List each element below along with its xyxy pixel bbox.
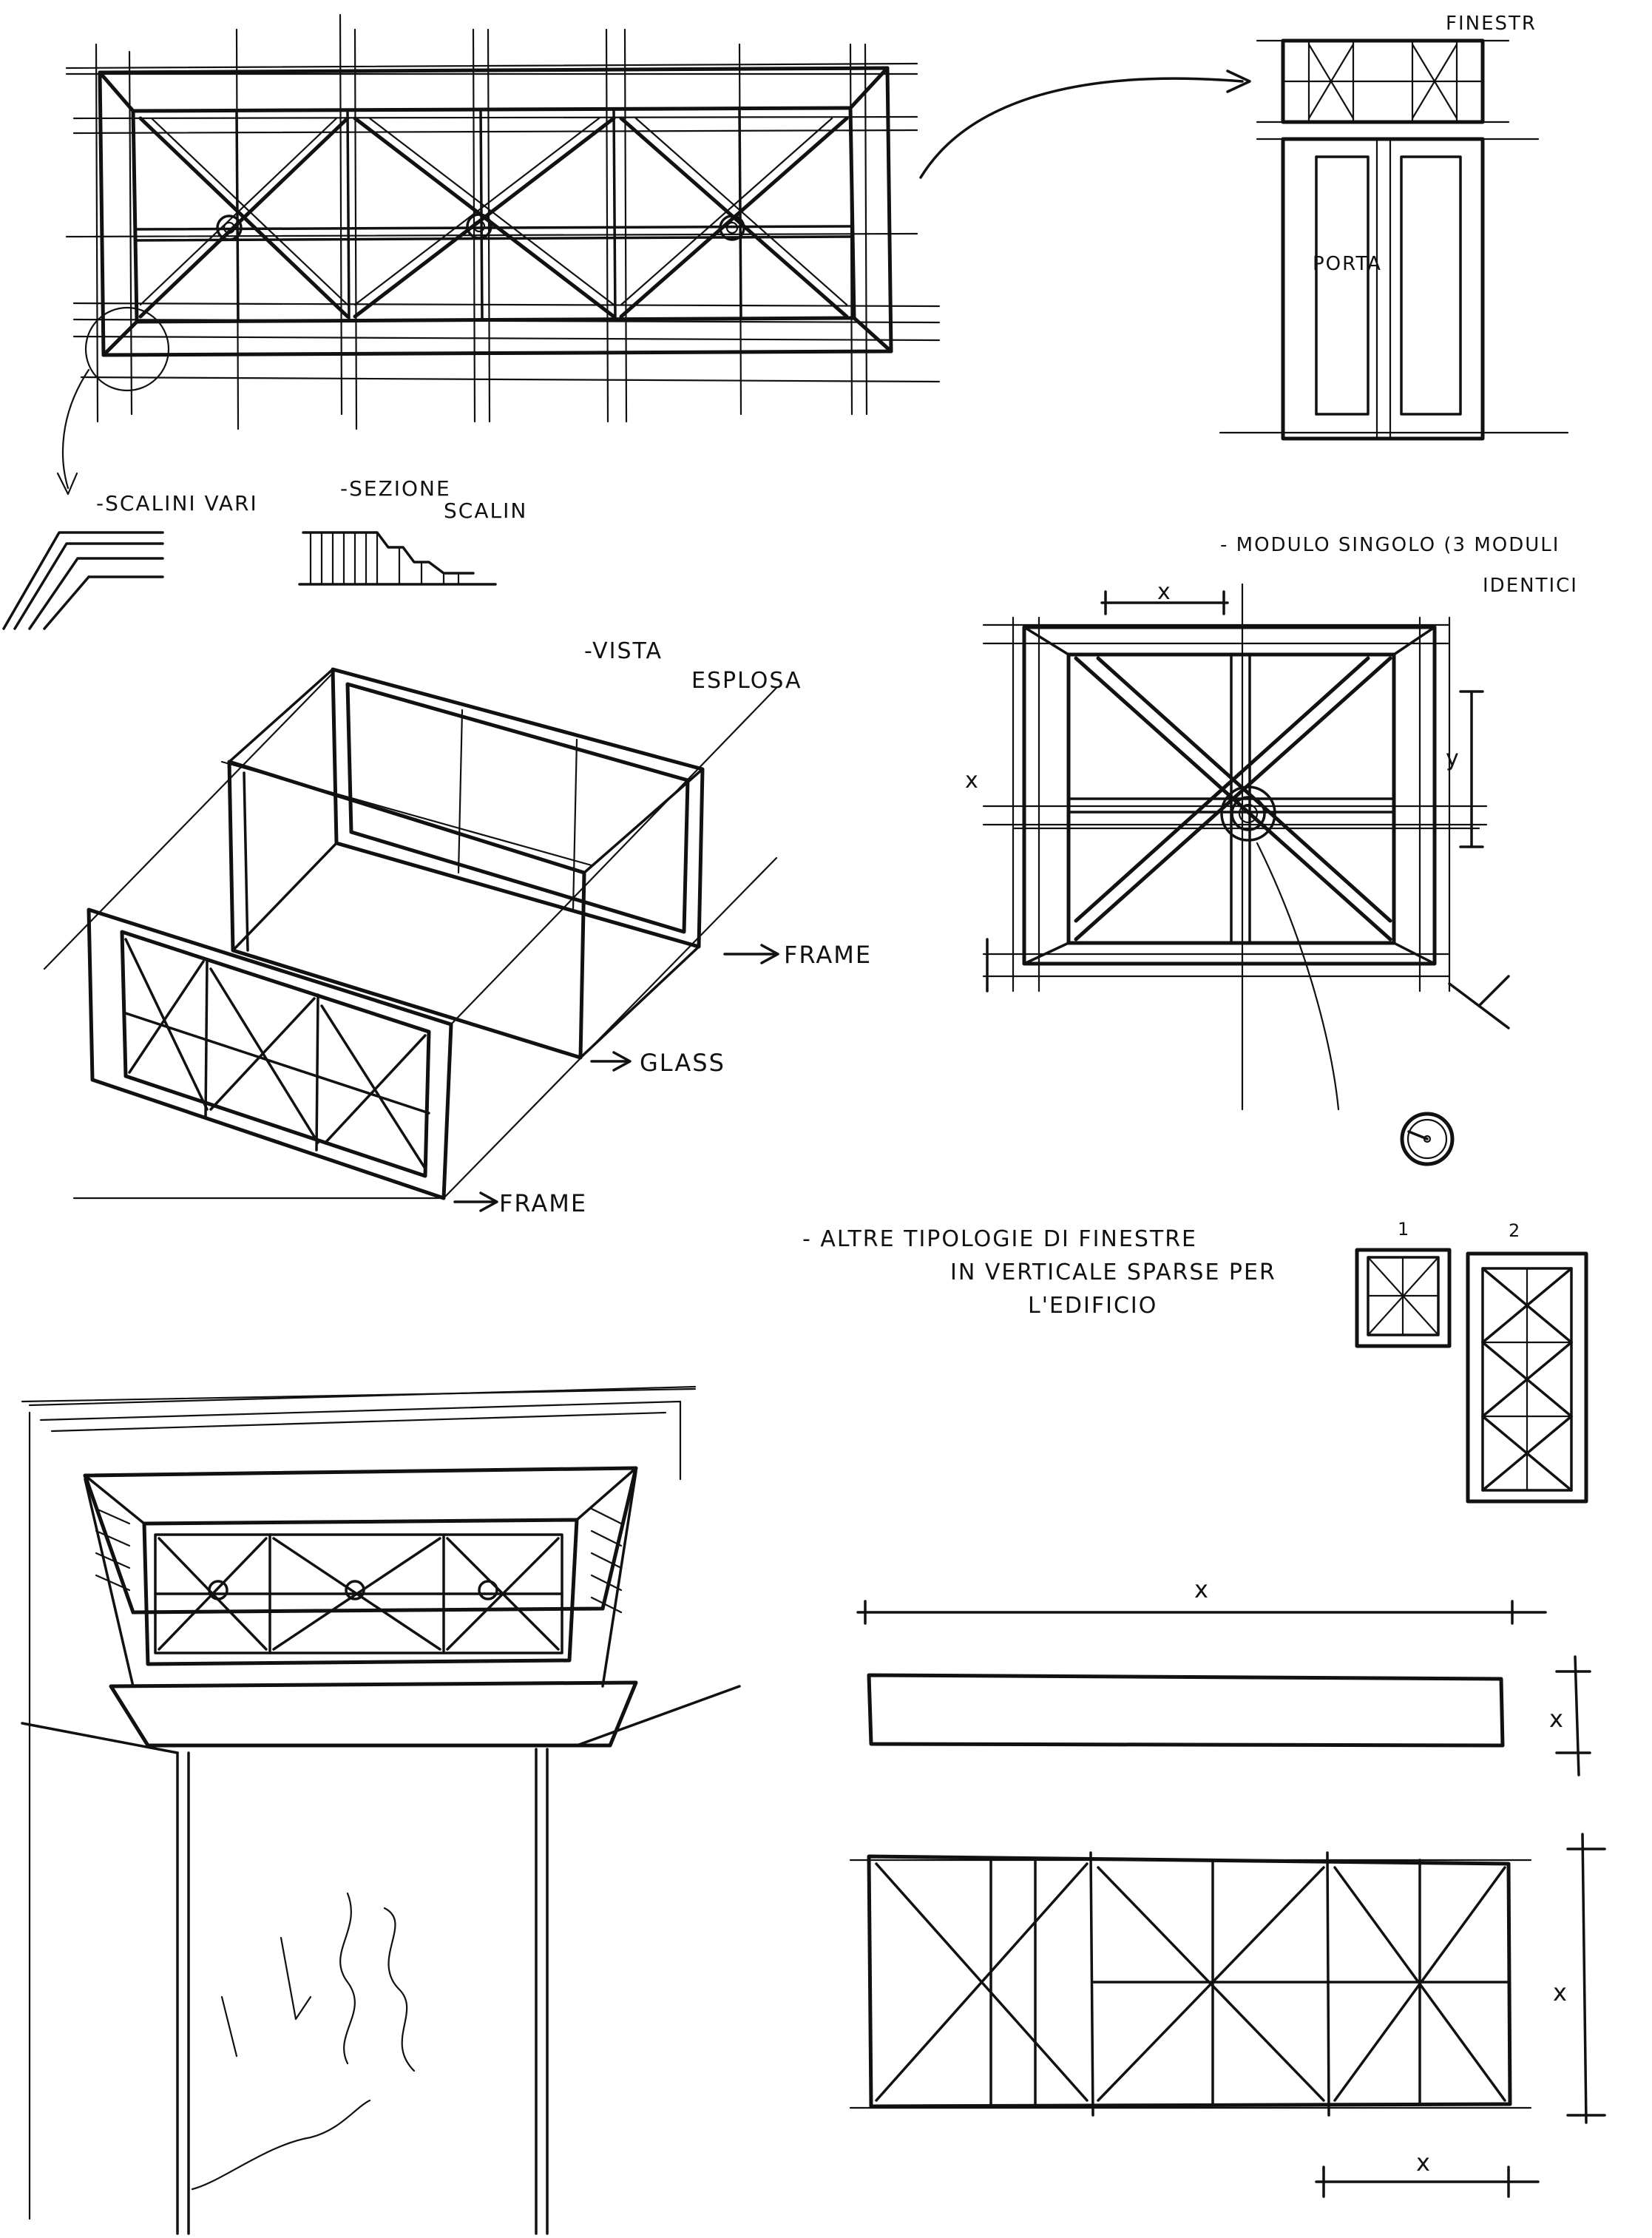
label-scalini: -SCALINI VARI [96, 491, 258, 515]
dim-y-module-right: y [1446, 746, 1460, 771]
label-finestra: FINESTR [1446, 13, 1537, 35]
label-type-1: 1 [1398, 1219, 1410, 1240]
dim-x-module-top: x [1157, 579, 1172, 605]
label-vista: -VISTA [584, 638, 663, 664]
dimensioned-elevation [849, 1600, 1606, 2198]
label-modulo-line1: - MODULO SINGOLO (3 MODULI [1220, 534, 1560, 556]
label-altre-line3: L'EDIFICIO [1028, 1293, 1157, 1319]
profile-section-detail [2, 531, 164, 630]
label-modulo-line2: IDENTICI [1483, 575, 1578, 597]
label-glass: GLASS [640, 1049, 725, 1077]
label-frame-top: FRAME [784, 941, 872, 969]
label-sezione-line2: SCALIN [444, 498, 527, 523]
door-with-transom-sketch [1219, 38, 1569, 441]
window-type-1 [1355, 1248, 1452, 1348]
callout-arrow [919, 77, 1244, 179]
label-altre-line2: IN VERTICALE SPARSE PER [950, 1260, 1276, 1285]
exploded-view-sketch [43, 667, 779, 1212]
stepped-section-detail [298, 531, 497, 586]
label-esplosa: ESPLOSA [691, 668, 802, 694]
dim-x-module-left: x [965, 768, 980, 794]
label-sezione-line1: -SEZIONE [340, 476, 451, 501]
transom-window-elevation [56, 13, 941, 496]
label-type-2: 2 [1509, 1220, 1521, 1241]
dim-x-overall-length: x [1194, 1575, 1210, 1603]
label-frame-bottom: FRAME [499, 1189, 587, 1217]
dim-x-module-width: x [1416, 2149, 1432, 2177]
label-porta: PORTA [1313, 253, 1382, 275]
dim-x-sill-height: x [1549, 1705, 1565, 1733]
dim-x-panel-height: x [1553, 1978, 1568, 2007]
window-type-2 [1466, 1251, 1588, 1504]
label-altre-line1: - ALTRE TIPOLOGIE DI FINESTRE [802, 1226, 1197, 1252]
single-module-elevation [982, 583, 1510, 1166]
doorway-perspective-sketch [21, 1385, 741, 2235]
